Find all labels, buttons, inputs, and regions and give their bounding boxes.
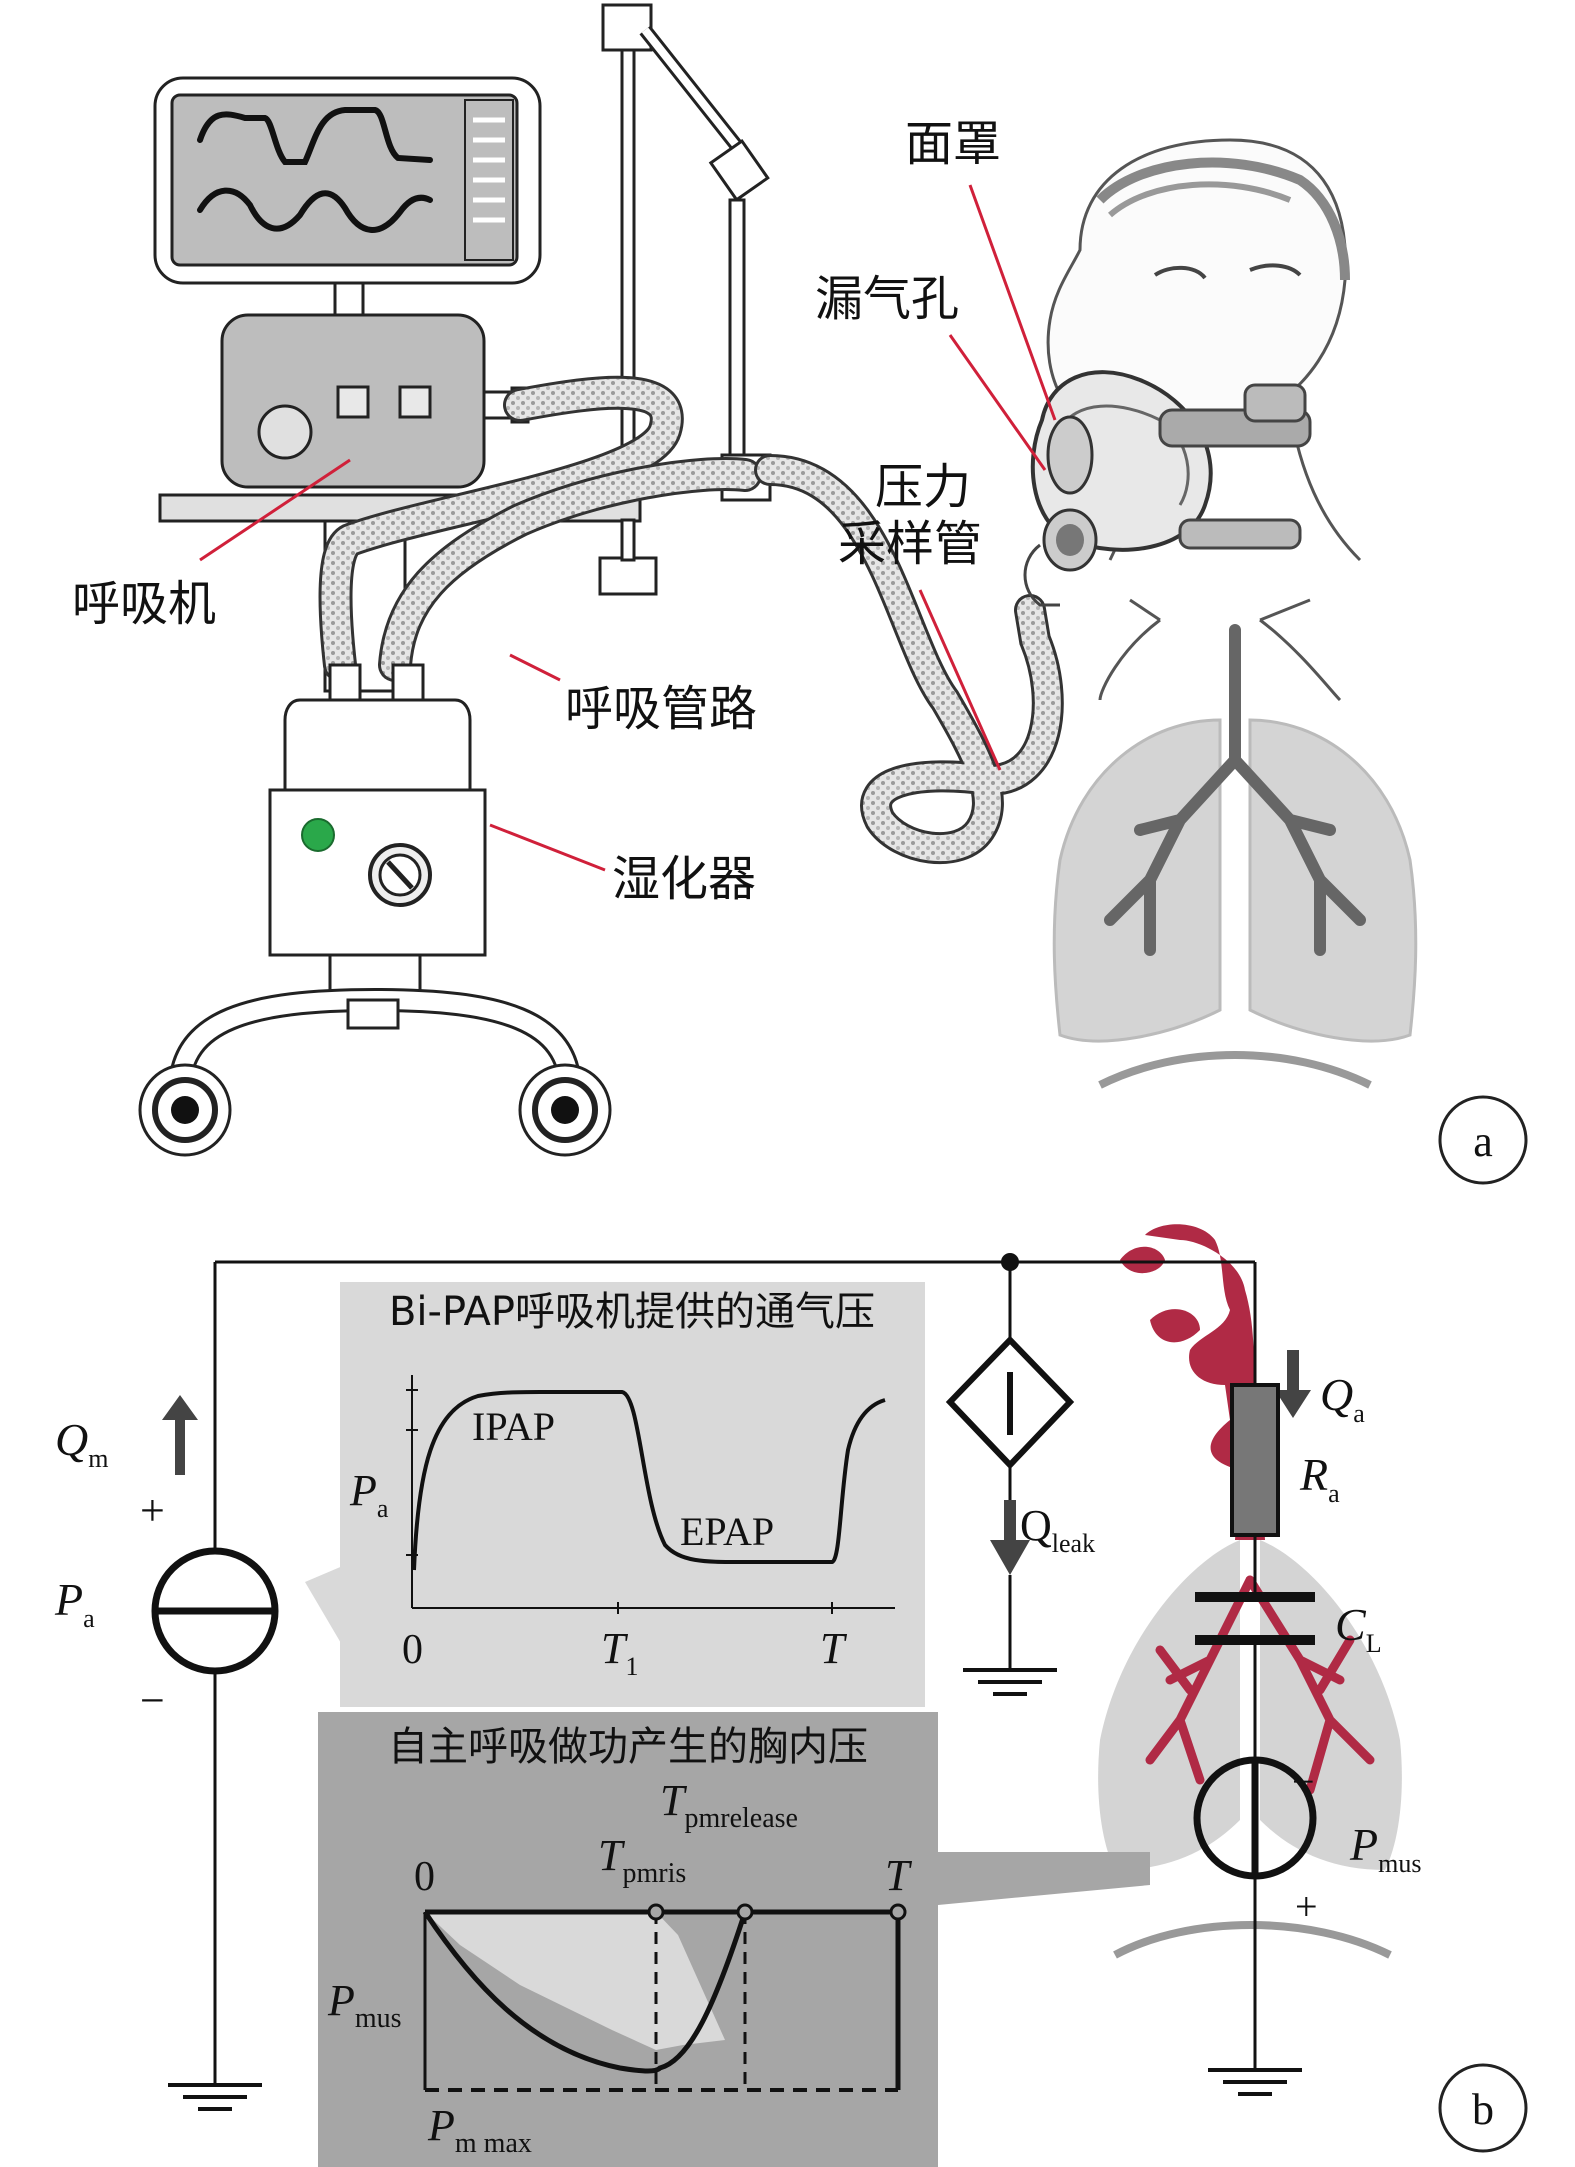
pmus-curve xyxy=(422,1910,748,2074)
bipap-tick-zero: 0 xyxy=(402,1627,423,1673)
circuit-wires xyxy=(213,1260,1257,2085)
humidifier-unit xyxy=(268,663,487,997)
qleak-arrow xyxy=(990,1500,1030,1575)
source-pa xyxy=(151,1395,279,1675)
bipap-ylabel: Pa xyxy=(349,1466,389,1523)
panel-a: 面罩 漏气孔 压力 采样管 呼吸机 呼吸管路 湿化器 a xyxy=(72,3,1528,1185)
label-mask: 面罩 xyxy=(905,116,1001,172)
label-circuit: 呼吸管路 xyxy=(565,681,757,737)
circuit-labels: Qm + Pa − Qleak Qa Ra CL − Pmus + xyxy=(54,1369,1421,1929)
capacitor-cl xyxy=(1195,1592,1315,1645)
ventilator-body xyxy=(220,313,530,489)
ventilator-monitor xyxy=(153,76,542,317)
qm-label: Qm xyxy=(55,1414,108,1473)
source-pmus xyxy=(1193,1756,1317,1880)
bipap-tick-t: T xyxy=(820,1624,848,1673)
epap-label: EPAP xyxy=(680,1509,774,1554)
t-release-label: Tpmrelease xyxy=(660,1776,798,1834)
inset-bipap-title: Bi-PAP呼吸机提供的通气压 xyxy=(389,1289,875,1335)
top-inset-pointer xyxy=(305,1565,345,1650)
cl-label: CL xyxy=(1335,1599,1382,1658)
label-pressure-tube-line1: 压力 xyxy=(875,459,971,515)
bottom-inset-pointer xyxy=(938,1852,1150,1905)
label-humidifier: 湿化器 xyxy=(612,851,756,907)
qm-arrow xyxy=(162,1395,198,1475)
patient-head xyxy=(1023,138,1362,702)
pa-plus: + xyxy=(140,1486,165,1535)
inset-bipap: Bi-PAP呼吸机提供的通气压 IPAP EPAP Pa 0 T1 T xyxy=(340,1282,925,1707)
qa-label: Qa xyxy=(1320,1369,1365,1428)
panel-b-badge xyxy=(1438,2063,1528,2153)
pmus-label: Pmus xyxy=(1349,1819,1421,1878)
pmus-tick-zero: 0 xyxy=(414,1854,435,1900)
panel-a-letter: a xyxy=(1473,1117,1493,1166)
lungs xyxy=(1052,624,1418,1089)
panel-b: Bi-PAP呼吸机提供的通气压 IPAP EPAP Pa 0 T1 T 自主呼吸… xyxy=(54,1224,1528,2167)
pmus-plus: + xyxy=(1295,1884,1318,1929)
leak-source xyxy=(945,1335,1075,1575)
pmax-label: Pm max xyxy=(427,2101,532,2159)
qa-arrow xyxy=(1275,1350,1311,1418)
label-leaders-a xyxy=(199,184,1057,872)
ipap-label: IPAP xyxy=(472,1404,555,1449)
pa-label: Pa xyxy=(54,1574,95,1633)
pmus-tick-t: T xyxy=(885,1851,913,1900)
cart-base xyxy=(138,987,612,1157)
ground-symbols xyxy=(168,1668,1302,2111)
resistor-ra xyxy=(1230,1383,1280,1537)
pmus-minus: − xyxy=(1292,1759,1315,1804)
t-rise-label: Tpmris xyxy=(598,1831,686,1889)
qleak-label: Qleak xyxy=(1020,1501,1095,1558)
label-pressure-tube-line2: 采样管 xyxy=(838,516,982,572)
status-led xyxy=(301,818,335,852)
ra-label: Ra xyxy=(1299,1449,1340,1508)
pa-minus: − xyxy=(140,1676,165,1725)
pmus-ylabel: Pmus xyxy=(327,1976,402,2034)
panel-a-labels: 面罩 漏气孔 压力 采样管 呼吸机 呼吸管路 湿化器 xyxy=(72,116,1001,907)
inset-pmus: 自主呼吸做功产生的胸内压 0 Tpmrelease Tpmris T Pmus … xyxy=(318,1712,938,2167)
inset-pmus-title: 自主呼吸做功产生的胸内压 xyxy=(388,1724,868,1770)
bipap-pressure-curve xyxy=(412,1390,886,1571)
panel-b-letter: b xyxy=(1472,2085,1494,2134)
junction-node xyxy=(1001,1253,1019,1271)
label-leak-port: 漏气孔 xyxy=(815,271,959,327)
panel-a-badge xyxy=(1438,1095,1528,1185)
bipap-tick-t1: T1 xyxy=(601,1624,638,1681)
breathing-circuit xyxy=(318,375,1064,865)
label-ventilator: 呼吸机 xyxy=(72,576,216,632)
